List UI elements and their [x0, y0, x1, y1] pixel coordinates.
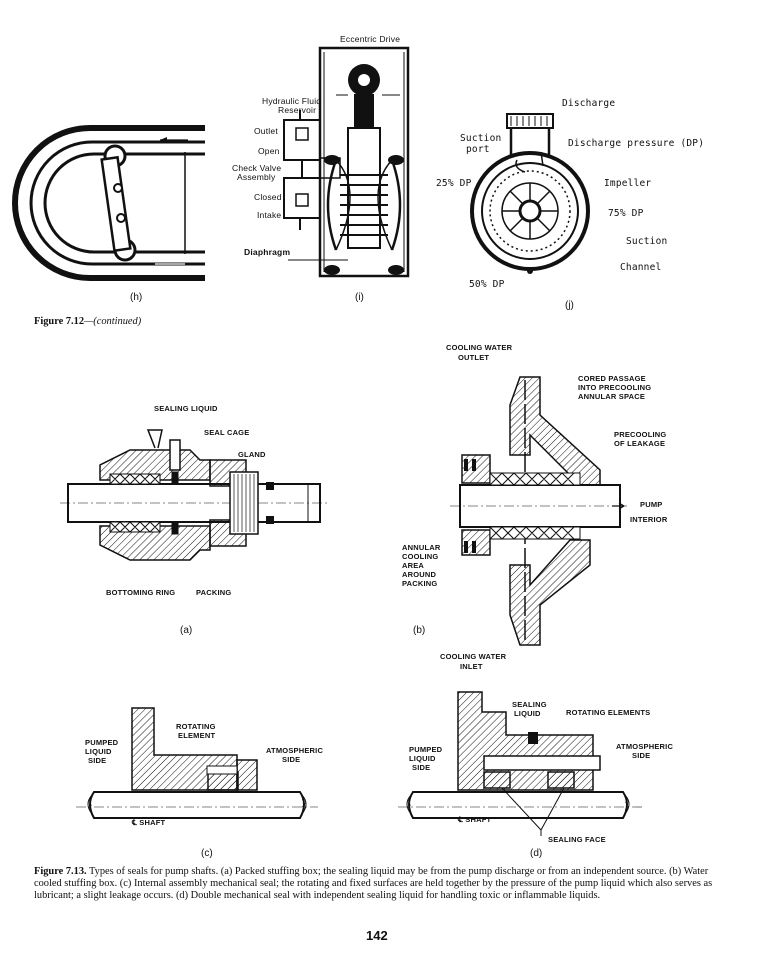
- hydraulic-fluid-label: Hydraulic Fluid: [262, 96, 322, 106]
- rotating-elements-label: ROTATING ELEMENTS: [566, 708, 651, 717]
- atmospheric-side-label-d-1: ATMOSPHERIC: [616, 742, 674, 751]
- atmospheric-side-label-1: ATMOSPHERIC: [266, 746, 324, 755]
- atmospheric-side-label-2: SIDE: [282, 755, 301, 764]
- figure-7-12-caption-bold: Figure 7.12: [34, 316, 85, 327]
- cooling-water-outlet-label-1: COOLING WATER: [446, 343, 513, 352]
- pump-interior-label-2: INTERIOR: [630, 515, 668, 524]
- pumped-liquid-side-label-2: LIQUID: [85, 747, 112, 756]
- precooling-label-2: OF LEAKAGE: [614, 439, 666, 448]
- cooling-water-inlet-label-2: INLET: [460, 662, 483, 671]
- suction-port-label-2: port: [466, 144, 490, 155]
- figure-7-13-caption-bold: Figure 7.13.: [34, 866, 87, 877]
- figure-7-13-b-drawing: [450, 376, 628, 646]
- cooling-water-outlet-label-2: OUTLET: [458, 353, 490, 362]
- cored-passage-label-1: CORED PASSAGE: [578, 374, 646, 383]
- rotating-element-label-2: ELEMENT: [178, 731, 216, 740]
- figure-7-13-caption-text: Types of seals for pump shafts. (a) Pack…: [34, 866, 713, 902]
- check-valve-label: Check Valve: [232, 163, 282, 173]
- pumped-liquid-side-label-1: PUMPED: [85, 738, 119, 747]
- suction-label: Suction: [626, 236, 668, 247]
- figure-7-12-j-drawing: [470, 113, 590, 274]
- annular-label-3: AREA: [402, 561, 425, 570]
- outlet-label: Outlet: [254, 126, 278, 136]
- seal-cage-label: SEAL CAGE: [204, 428, 250, 437]
- subfigure-label-a: (a): [180, 625, 193, 636]
- subfigure-label-i: (i): [355, 292, 364, 303]
- figure-7-13-c-drawing: [76, 707, 318, 819]
- pumped-liquid-side-label-d-1: PUMPED: [409, 745, 443, 754]
- bottoming-ring-label: BOTTOMING RING: [106, 588, 176, 597]
- subfigure-label-h: (h): [130, 292, 143, 303]
- annular-label-1: ANNULAR: [402, 543, 441, 552]
- intake-label: Intake: [257, 210, 282, 220]
- sealing-face-label: SEALING FACE: [548, 835, 606, 844]
- cooling-water-inlet-label-1: COOLING WATER: [440, 652, 507, 661]
- closed-label: Closed: [254, 192, 282, 202]
- figure-7-13-a-drawing: [60, 429, 328, 561]
- pumped-liquid-side-label-d-2: LIQUID: [409, 754, 436, 763]
- page-number: 142: [366, 928, 388, 943]
- precooling-label-1: PRECOOLING: [614, 430, 667, 439]
- subfigure-label-b: (b): [413, 625, 426, 636]
- pumped-liquid-side-label-d-3: SIDE: [412, 763, 431, 772]
- dp75-label: 75% DP: [608, 208, 644, 219]
- annular-label-5: PACKING: [402, 579, 438, 588]
- discharge-pressure-label: Discharge pressure (DP): [568, 138, 705, 149]
- open-label: Open: [258, 146, 280, 156]
- shaft-centerline-label-c: ℄ SHAFT: [132, 818, 166, 827]
- dp25-label: 25% DP: [436, 178, 472, 189]
- cored-passage-label-3: ANNULAR SPACE: [578, 392, 646, 401]
- figure-7-13-caption: Figure 7.13. Types of seals for pump sha…: [34, 866, 724, 903]
- reservoir-label: Reservoir: [278, 105, 317, 115]
- atmospheric-side-label-d-2: SIDE: [632, 751, 651, 760]
- sealing-liquid-label: SEALING LIQUID: [154, 404, 218, 413]
- subfigure-label-d: (d): [530, 848, 543, 859]
- eccentric-drive-label: Eccentric Drive: [340, 34, 401, 44]
- assembly-label: Assembly: [237, 172, 276, 182]
- discharge-label: Discharge: [562, 98, 616, 109]
- subfigure-label-c: (c): [201, 848, 213, 859]
- sealing-liquid-label-d-2: LIQUID: [514, 709, 541, 718]
- figure-7-12-caption-continued: —(continued): [84, 316, 142, 327]
- impeller-label: Impeller: [604, 178, 652, 189]
- figure-7-12-caption: Figure 7.12—(continued): [34, 316, 141, 328]
- figure-7-12-i-drawing: [283, 46, 410, 278]
- cored-passage-label-2: INTO PRECOOLING: [578, 383, 652, 392]
- suction-port-label-1: Suction: [460, 133, 502, 144]
- annular-label-2: COOLING: [402, 552, 439, 561]
- pump-interior-label-1: PUMP: [640, 500, 663, 509]
- figure-7-13-d-drawing: [398, 691, 643, 836]
- subfigure-label-j: (j): [565, 300, 574, 311]
- annular-label-4: AROUND: [402, 570, 437, 579]
- channel-label: Channel: [620, 262, 662, 273]
- figure-7-12-h-drawing: [12, 125, 205, 281]
- rotating-element-label-1: ROTATING: [176, 722, 216, 731]
- dp50-label: 50% DP: [469, 279, 505, 290]
- diaphragm-label: Diaphragm: [244, 247, 291, 257]
- packing-label: PACKING: [196, 588, 232, 597]
- shaft-centerline-label-d: ℄ SHAFT: [458, 815, 492, 824]
- sealing-liquid-label-d-1: SEALING: [512, 700, 547, 709]
- pumped-liquid-side-label-3: SIDE: [88, 756, 107, 765]
- gland-label: GLAND: [238, 450, 266, 459]
